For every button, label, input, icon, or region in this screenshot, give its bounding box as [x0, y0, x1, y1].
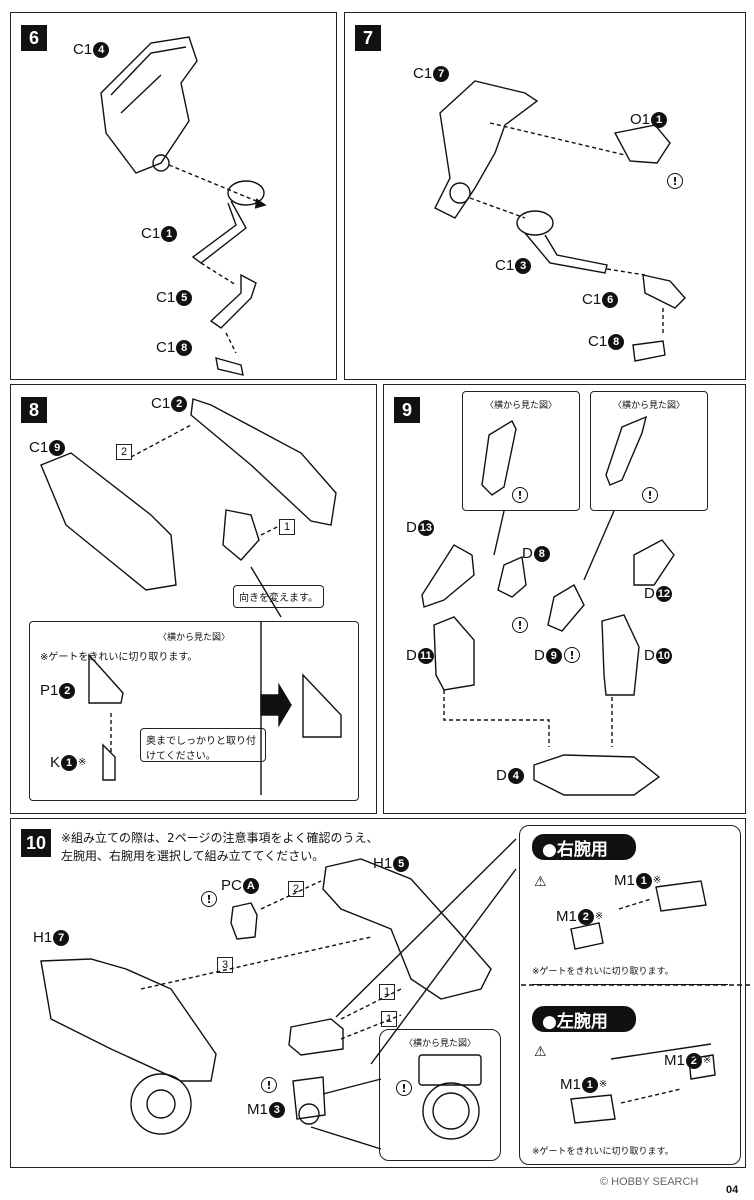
page-number: 04 [726, 1184, 739, 1196]
step-number: 6 [21, 25, 47, 51]
warning-line-1: ※組み立ての際は、2ページの注意事項をよく確認のうえ、 [61, 831, 379, 845]
left-arm-title: ●左腕用 [532, 1006, 636, 1032]
step-7-parts-drawing [434, 80, 686, 362]
warning-line-2: 左腕用、右腕用を選択して組み立ててください。 [61, 849, 325, 863]
warning-triangle-icon: ⚠ [534, 1044, 547, 1060]
watermark: © HOBBY SEARCH [600, 1176, 699, 1188]
step-10-parts-drawing [40, 838, 751, 1150]
insert-note: 奥までしっかりと取り付けてください。 [140, 728, 266, 762]
caution-icon: ! [396, 1080, 412, 1096]
order-number: 3 [217, 957, 233, 973]
step-number: 9 [394, 397, 420, 423]
side-view-box: 〈横から見た図〉 ! [379, 1029, 501, 1161]
side-view-title: 〈横から見た図〉 [484, 401, 557, 411]
order-number: 2 [116, 444, 132, 460]
order-number: 1 [279, 519, 295, 535]
caution-icon: ! [512, 617, 528, 633]
step-number: 7 [355, 25, 381, 51]
order-number: 1 [381, 1011, 397, 1027]
side-view-title: 〈横から見た図〉 [157, 633, 230, 643]
caution-icon: ! [512, 487, 528, 503]
turn-note: 向きを変えます。 [233, 585, 324, 608]
caution-icon: ! [667, 173, 683, 189]
caution-icon: ! [642, 487, 658, 503]
assembly-warning: ※組み立ての際は、2ページの注意事項をよく確認のうえ、 左腕用、右腕用を選択して… [61, 829, 378, 865]
gate-note: ※ゲートをきれいに切り取ります。 [40, 652, 198, 663]
order-number: 2 [288, 881, 304, 897]
gate-note-left: ※ゲートをきれいに切り取ります。 [532, 1147, 674, 1157]
caution-icon: ! [201, 891, 217, 907]
step-9-parts-drawing [421, 415, 675, 796]
warning-triangle-icon: ⚠ [534, 874, 547, 890]
step-6-parts-drawing [100, 36, 267, 376]
step-number: 8 [21, 397, 47, 423]
step-number: 10 [21, 829, 51, 857]
side-view-title: 〈横から見た図〉 [612, 401, 685, 411]
caution-icon: ! [261, 1077, 277, 1093]
step-8-parts-drawing [40, 398, 342, 795]
side-view-title: 〈横から見た図〉 [403, 1039, 476, 1049]
right-arm-title: ●右腕用 [532, 834, 636, 860]
caution-icon: ! [564, 647, 580, 663]
step-10-panel: 10 ※組み立ての際は、2ページの注意事項をよく確認のうえ、 左腕用、右腕用を選… [10, 818, 751, 1168]
gate-note-right: ※ゲートをきれいに切り取ります。 [532, 967, 674, 977]
